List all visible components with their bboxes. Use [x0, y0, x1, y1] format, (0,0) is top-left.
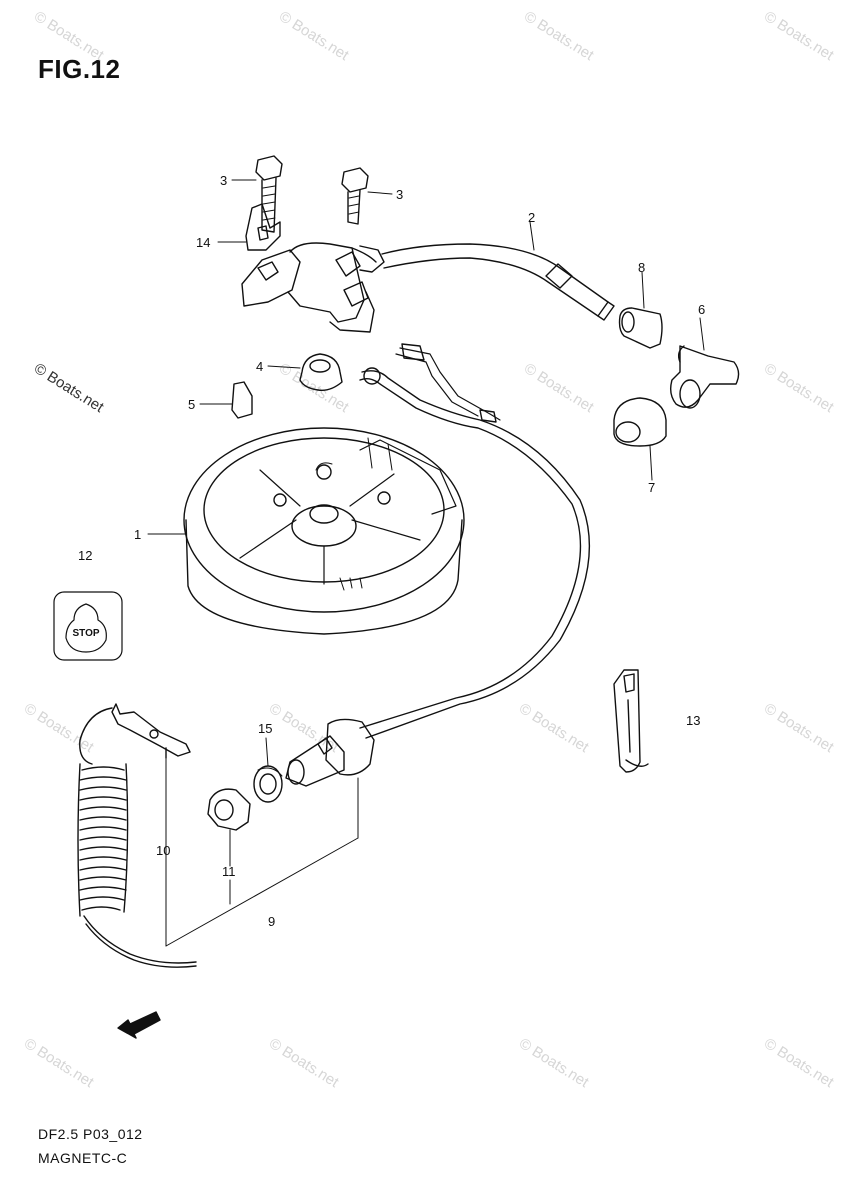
stop-icon-label: STOP — [72, 628, 99, 639]
part-number-12: 12 — [78, 548, 92, 563]
switch-nut — [207, 788, 251, 867]
part-number-9: 9 — [268, 914, 275, 929]
part-number-13: 13 — [686, 713, 700, 728]
cap — [618, 271, 663, 349]
lanyard — [77, 703, 197, 968]
figure-title: FIG.12 — [38, 54, 121, 84]
stop-icon: STOP — [53, 591, 123, 661]
plug-cap — [669, 317, 740, 409]
diagram-code: DF2.5 P03_012 — [38, 1126, 143, 1142]
part-number-14: 14 — [196, 235, 210, 250]
part-number-11: 11 — [222, 864, 236, 879]
flywheel — [147, 427, 465, 635]
tube — [613, 669, 649, 773]
bolt-right — [341, 167, 393, 225]
part-number-6: 6 — [698, 302, 705, 317]
forward-arrow-icon — [117, 1011, 161, 1039]
clamp — [217, 203, 281, 251]
stop-switch — [285, 718, 375, 787]
leader-bracket — [165, 747, 359, 947]
part-number-7: 7 — [648, 480, 655, 495]
diagram-name: MAGNETC-C — [38, 1150, 128, 1166]
nut — [267, 353, 343, 392]
part-number-15: 15 — [258, 721, 272, 736]
part-number-3: 3 — [396, 187, 403, 202]
key — [199, 381, 253, 419]
washer — [253, 737, 283, 803]
part-number-1: 1 — [134, 527, 141, 542]
grommet — [613, 397, 667, 481]
bolt-left — [231, 155, 283, 233]
part-number-10: 10 — [156, 843, 170, 858]
part-labels: 1 2 3 3 4 5 6 7 8 9 10 11 12 13 14 15 — [78, 173, 705, 929]
part-number-4: 4 — [256, 359, 263, 374]
part-number-8: 8 — [638, 260, 645, 275]
high-tension-cord — [381, 221, 615, 321]
ignition-coil — [241, 242, 385, 333]
part-number-5: 5 — [188, 397, 195, 412]
stop-switch-wire — [359, 343, 591, 739]
part-number-2: 2 — [528, 210, 535, 225]
part-number-3: 3 — [220, 173, 227, 188]
